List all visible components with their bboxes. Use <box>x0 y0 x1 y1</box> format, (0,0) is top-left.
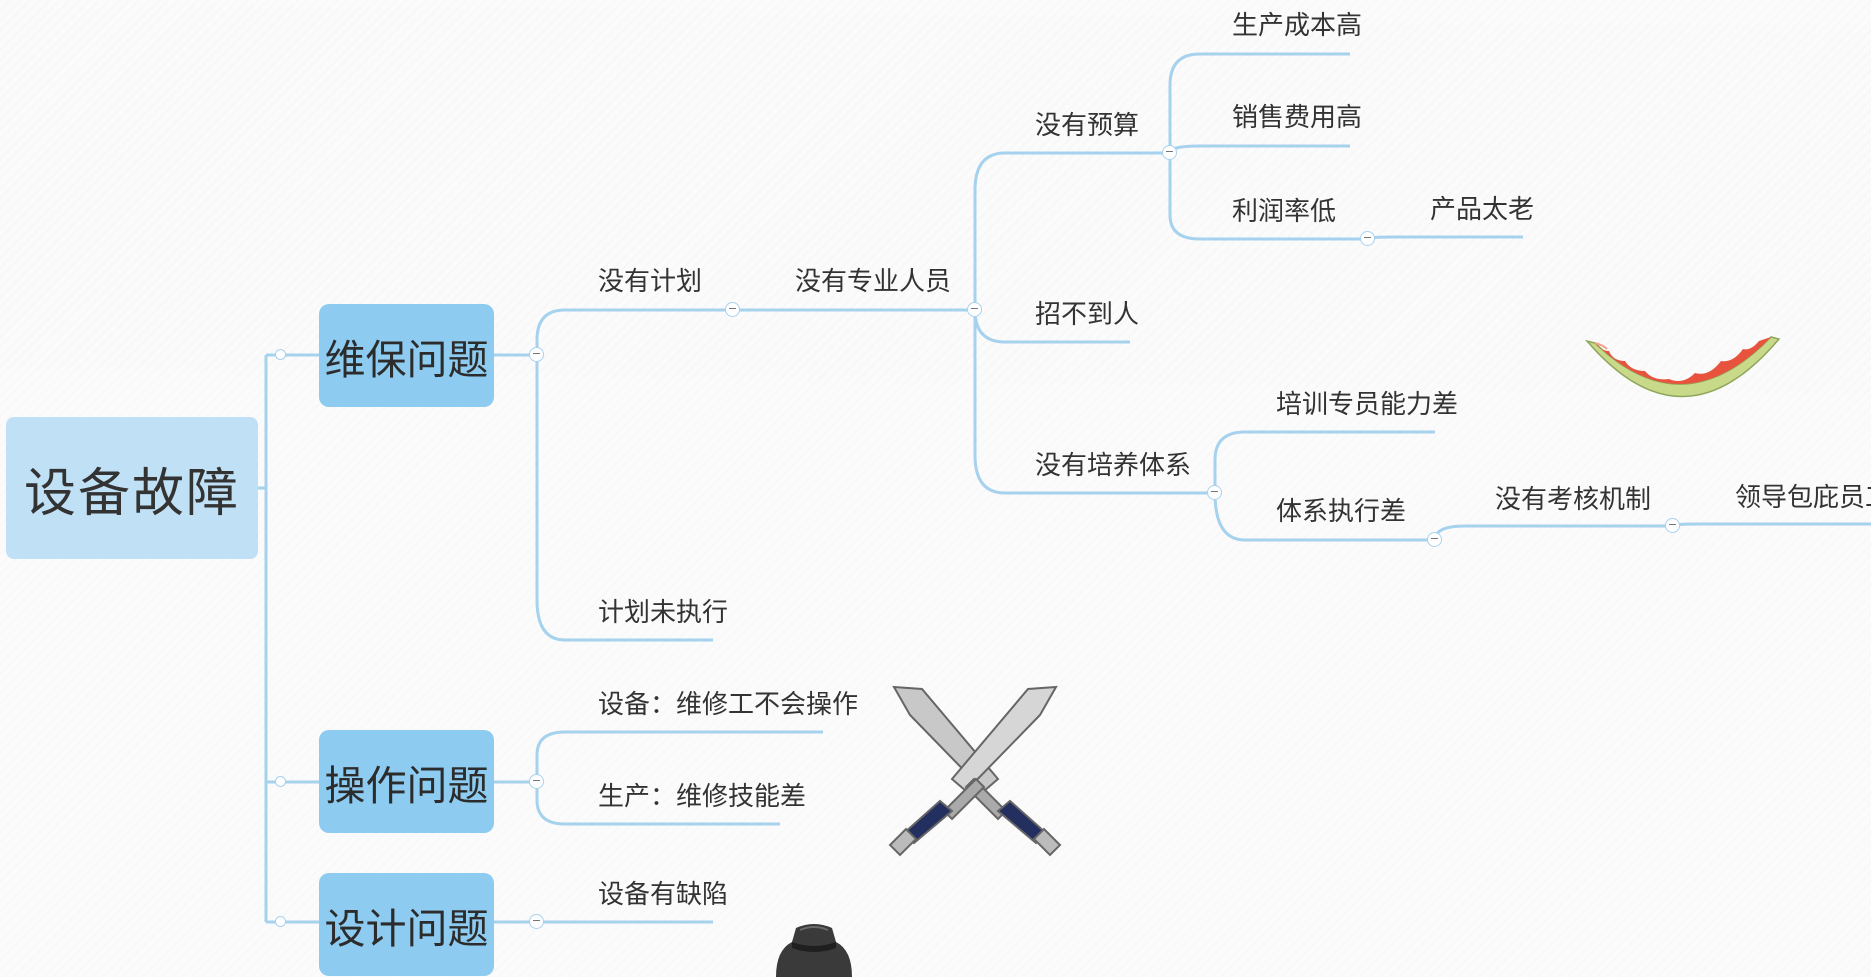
node-cannot-hire[interactable]: 招不到人 <box>1035 300 1140 330</box>
node-high-production-cost[interactable]: 生产成本高 <box>1232 11 1363 41</box>
category-operation[interactable]: 操作问题 <box>319 730 494 833</box>
node-equipment-defect[interactable]: 设备有缺陷 <box>598 880 729 910</box>
collapse-toggle[interactable]: − <box>1207 485 1222 500</box>
collapse-toggle[interactable]: − <box>529 347 544 362</box>
node-operator-skill[interactable]: 设备：维修工不会操作 <box>598 690 859 720</box>
collapse-toggle[interactable]: − <box>1162 145 1177 160</box>
node-plan-not-executed[interactable]: 计划未执行 <box>598 598 729 628</box>
node-product-too-old[interactable]: 产品太老 <box>1430 195 1535 225</box>
collapse-toggle[interactable]: − <box>529 774 544 789</box>
node-weak-trainers[interactable]: 培训专员能力差 <box>1276 390 1459 420</box>
connector-dot <box>275 776 286 787</box>
category-maintenance[interactable]: 维保问题 <box>319 304 494 407</box>
node-low-profit-margin[interactable]: 利润率低 <box>1232 197 1337 227</box>
collapse-toggle[interactable]: − <box>967 302 982 317</box>
hat-sticker <box>776 924 852 977</box>
collapse-toggle[interactable]: − <box>725 302 740 317</box>
collapse-toggle[interactable]: − <box>1427 532 1442 547</box>
node-high-sales-cost[interactable]: 销售费用高 <box>1232 103 1363 133</box>
node-poor-execution[interactable]: 体系执行差 <box>1276 497 1407 527</box>
root-node[interactable]: 设备故障 <box>6 417 258 559</box>
node-no-assessment[interactable]: 没有考核机制 <box>1495 485 1652 515</box>
node-no-training-system[interactable]: 没有培养体系 <box>1035 451 1192 481</box>
watermelon-rind-sticker <box>1584 336 1781 398</box>
collapse-toggle[interactable]: − <box>529 914 544 929</box>
connector-dot <box>275 349 286 360</box>
node-repair-skill[interactable]: 生产：维修技能差 <box>598 782 807 812</box>
collapse-toggle[interactable]: − <box>1665 518 1680 533</box>
category-design[interactable]: 设计问题 <box>319 873 494 976</box>
crossed-swords-sticker <box>888 685 1062 857</box>
collapse-toggle[interactable]: − <box>1360 231 1375 246</box>
node-no-professionals[interactable]: 没有专业人员 <box>795 267 952 297</box>
connector-dot <box>275 916 286 927</box>
node-no-budget[interactable]: 没有预算 <box>1035 111 1140 141</box>
node-leaders-shield[interactable]: 领导包庇员工 <box>1735 483 1871 513</box>
node-no-plan[interactable]: 没有计划 <box>598 267 703 297</box>
